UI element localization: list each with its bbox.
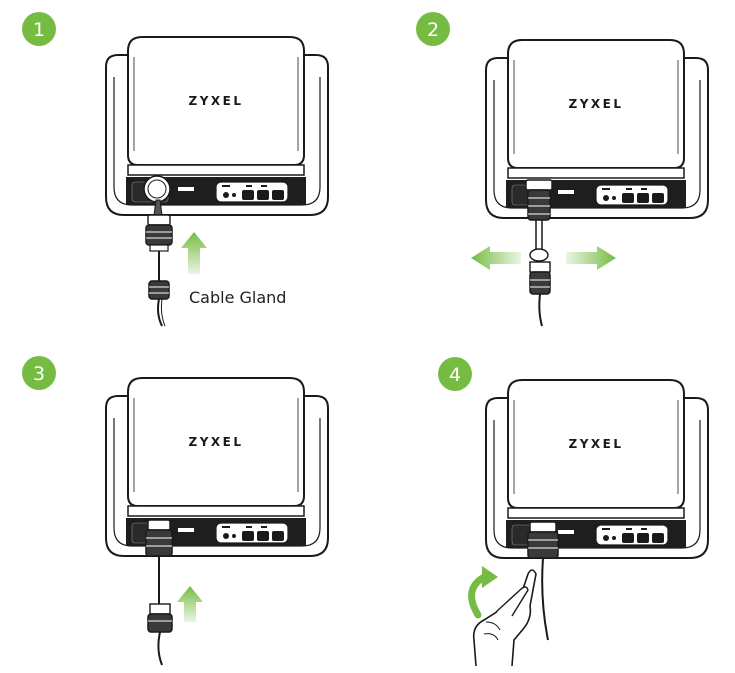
brand-logo: ZYXEL <box>569 97 624 111</box>
step-1-badge: 1 <box>22 12 56 46</box>
step-1-number: 1 <box>33 19 45 41</box>
cable-gland-icon <box>527 521 559 641</box>
step-3: 3 ZYXEL <box>22 356 329 666</box>
step-4-number: 4 <box>449 364 461 386</box>
cable-gland-icon <box>525 179 553 327</box>
step-2: 2 ZYXEL <box>416 12 709 327</box>
step-3-number: 3 <box>33 363 45 385</box>
brand-logo: ZYXEL <box>569 437 624 451</box>
device-icon: ZYXEL <box>105 377 329 557</box>
cable-gland-label: Cable Gland <box>189 288 286 307</box>
step-4: 4 ZYXEL <box>438 357 709 667</box>
rotate-arrow-icon <box>468 566 498 619</box>
cable-gland-icon <box>145 199 173 327</box>
step-4-badge: 4 <box>438 357 472 391</box>
arrow-left-icon <box>471 246 521 270</box>
device-icon: ZYXEL <box>105 36 329 216</box>
arrow-up-icon <box>181 232 207 274</box>
arrow-right-icon <box>566 246 616 270</box>
brand-logo: ZYXEL <box>189 435 244 449</box>
step-3-badge: 3 <box>22 356 56 390</box>
hand-icon <box>472 569 537 667</box>
step-2-badge: 2 <box>416 12 450 46</box>
step-1: 1 ZYXEL Cable Gland <box>22 12 329 327</box>
step-2-number: 2 <box>427 19 439 41</box>
arrow-up-icon <box>177 586 203 622</box>
device-icon: ZYXEL <box>485 379 709 559</box>
device-icon: ZYXEL <box>485 39 709 219</box>
brand-logo: ZYXEL <box>189 94 244 108</box>
cable-gland-icon <box>145 519 173 666</box>
